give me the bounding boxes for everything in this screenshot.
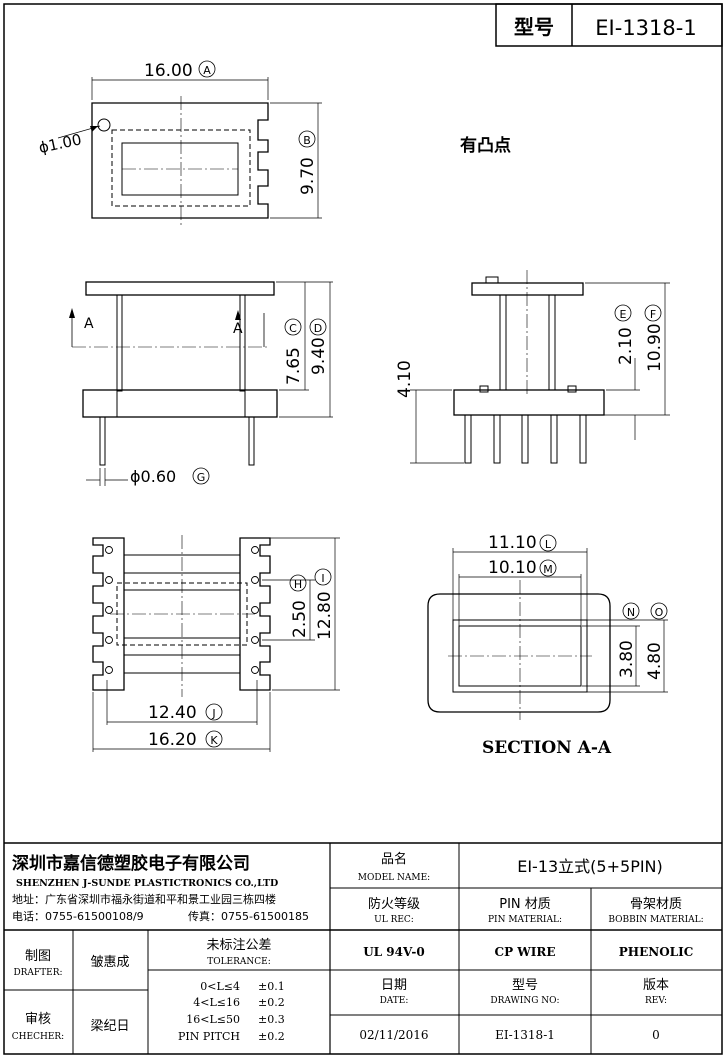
section-mark-left: A bbox=[84, 316, 94, 332]
dim-section-w1: 11.10 bbox=[488, 533, 537, 553]
front-view-pins bbox=[464, 414, 587, 464]
svg-text:±0.1: ±0.1 bbox=[258, 980, 285, 993]
svg-text:骨架材质: 骨架材质 bbox=[630, 897, 682, 912]
drawing-frame bbox=[3, 3, 723, 1055]
company-fax: 传真：0755-61500185 bbox=[188, 909, 309, 923]
pin-material-value: CP WIRE bbox=[495, 945, 556, 959]
side-view: A A 7.65 C 9.40 D ϕ0.60 G bbox=[69, 281, 333, 486]
svg-text:UL REC:: UL REC: bbox=[374, 915, 414, 925]
dim-pin-dia: ϕ0.60 bbox=[130, 467, 176, 486]
svg-text:E: E bbox=[620, 308, 627, 321]
svg-text:PIN 材质: PIN 材质 bbox=[499, 897, 551, 912]
company-name-cn: 深圳市嘉信德塑胶电子有限公司 bbox=[12, 853, 250, 874]
dim-hole-dia: ϕ1.00 bbox=[37, 130, 83, 157]
svg-text:TOLERANCE:: TOLERANCE: bbox=[207, 957, 271, 967]
svg-text:日期: 日期 bbox=[381, 978, 407, 993]
dim-bottom-w2: 16.20 bbox=[148, 730, 197, 750]
date-value: 02/11/2016 bbox=[359, 1028, 428, 1042]
svg-text:BOBBIN MATERIAL:: BOBBIN MATERIAL: bbox=[608, 915, 703, 925]
section-title: SECTION A-A bbox=[482, 738, 612, 758]
dim-front-h1: 2.10 bbox=[616, 327, 636, 365]
section-mark-right: A bbox=[233, 321, 243, 337]
dim-front-h2: 10.90 bbox=[645, 323, 665, 372]
dim-width-top: 16.00 bbox=[144, 61, 193, 81]
svg-text:0<L≤4: 0<L≤4 bbox=[200, 980, 240, 993]
note-bump: 有凸点 bbox=[460, 135, 511, 156]
checker-name: 梁纪日 bbox=[90, 1019, 129, 1034]
svg-text:H: H bbox=[294, 578, 302, 591]
svg-text:±0.2: ±0.2 bbox=[258, 1030, 285, 1043]
svg-text:4<L≤16: 4<L≤16 bbox=[193, 996, 240, 1009]
section-a-a: 11.10 L 10.10 M N O 3.80 4.80 SECTION A-… bbox=[427, 533, 668, 758]
header-model-label: 型号 bbox=[514, 15, 554, 39]
svg-text:DRAFTER:: DRAFTER: bbox=[13, 968, 62, 978]
dim-side-h: 7.65 bbox=[284, 347, 304, 385]
svg-text:K: K bbox=[210, 734, 218, 747]
svg-text:CHECHER:: CHECHER: bbox=[12, 1032, 64, 1042]
dim-bottom-h1: 2.50 bbox=[290, 600, 310, 638]
svg-text:DRAWING NO:: DRAWING NO: bbox=[490, 996, 559, 1006]
svg-text:型号: 型号 bbox=[512, 978, 538, 993]
top-view-hole bbox=[97, 118, 111, 132]
drawing-no-value: EI-1318-1 bbox=[495, 1028, 555, 1042]
company-name-en: SHENZHEN J-SUNDE PLASTICTRONICS CO.,LTD bbox=[16, 878, 278, 889]
title-block: 深圳市嘉信德塑胶电子有限公司 SHENZHEN J-SUNDE PLASTICT… bbox=[4, 842, 722, 1054]
svg-text:PIN MATERIAL:: PIN MATERIAL: bbox=[488, 915, 562, 925]
bottom-view: 2.50 H 12.80 I 12.40 J 16.20 K bbox=[92, 535, 340, 752]
svg-text:±0.3: ±0.3 bbox=[258, 1013, 285, 1026]
svg-text:审核: 审核 bbox=[25, 1012, 51, 1027]
svg-text:B: B bbox=[303, 134, 311, 147]
dim-side-total: 9.40 bbox=[309, 337, 329, 375]
rev-value: 0 bbox=[652, 1028, 660, 1042]
svg-text:O: O bbox=[655, 606, 664, 619]
svg-text:M: M bbox=[543, 563, 553, 576]
dim-section-h2: 4.80 bbox=[645, 642, 665, 680]
svg-text:J: J bbox=[211, 707, 215, 720]
svg-text:制图: 制图 bbox=[25, 949, 51, 964]
company-address: 地址：广东省深圳市福永街道和平和景工业园三栋四楼 bbox=[12, 892, 276, 906]
svg-text:品名: 品名 bbox=[381, 851, 407, 867]
svg-text:PIN PITCH: PIN PITCH bbox=[178, 1030, 240, 1043]
svg-text:A: A bbox=[203, 64, 211, 77]
svg-text:REV:: REV: bbox=[645, 996, 667, 1006]
bobbin-material-value: PHENOLIC bbox=[619, 945, 694, 959]
dim-section-h1: 3.80 bbox=[617, 640, 637, 678]
svg-text:F: F bbox=[650, 308, 656, 321]
dim-front-pin: 4.10 bbox=[395, 360, 415, 398]
svg-text:C: C bbox=[289, 322, 297, 335]
header-model-value: EI-1318-1 bbox=[595, 16, 696, 40]
front-view: 2.10 E 10.90 F 4.10 bbox=[395, 270, 670, 464]
drafter-name: 皱惠成 bbox=[90, 954, 129, 970]
dim-section-w2: 10.10 bbox=[488, 558, 537, 578]
dim-height-top: 9.70 bbox=[298, 157, 318, 195]
svg-text:D: D bbox=[314, 322, 322, 335]
company-phone: 电话：0755-61500108/9 bbox=[12, 910, 144, 923]
top-view-outline bbox=[91, 102, 269, 219]
svg-text:16<L≤50: 16<L≤50 bbox=[186, 1013, 240, 1026]
svg-text:L: L bbox=[545, 538, 552, 551]
svg-text:N: N bbox=[627, 606, 635, 619]
top-view: 16.00 A ϕ1.00 9.70 B bbox=[37, 60, 322, 226]
svg-text:防火等级: 防火等级 bbox=[368, 896, 420, 912]
bottom-view-pin-holes bbox=[105, 546, 259, 674]
header-model-box: 型号 EI-1318-1 bbox=[495, 3, 723, 47]
svg-text:I: I bbox=[321, 572, 324, 585]
svg-text:版本: 版本 bbox=[643, 978, 669, 993]
svg-text:DATE:: DATE: bbox=[380, 996, 409, 1006]
dim-bottom-w1: 12.40 bbox=[148, 703, 197, 723]
svg-text:MODEL NAME:: MODEL NAME: bbox=[358, 873, 430, 883]
ul-rec-value: UL 94V-0 bbox=[363, 945, 425, 959]
svg-text:±0.2: ±0.2 bbox=[258, 996, 285, 1009]
dim-bottom-h2: 12.80 bbox=[315, 591, 335, 640]
svg-text:未标注公差: 未标注公差 bbox=[206, 938, 271, 953]
svg-text:G: G bbox=[197, 471, 206, 484]
model-name-value: EI-13立式(5+5PIN) bbox=[517, 857, 663, 876]
